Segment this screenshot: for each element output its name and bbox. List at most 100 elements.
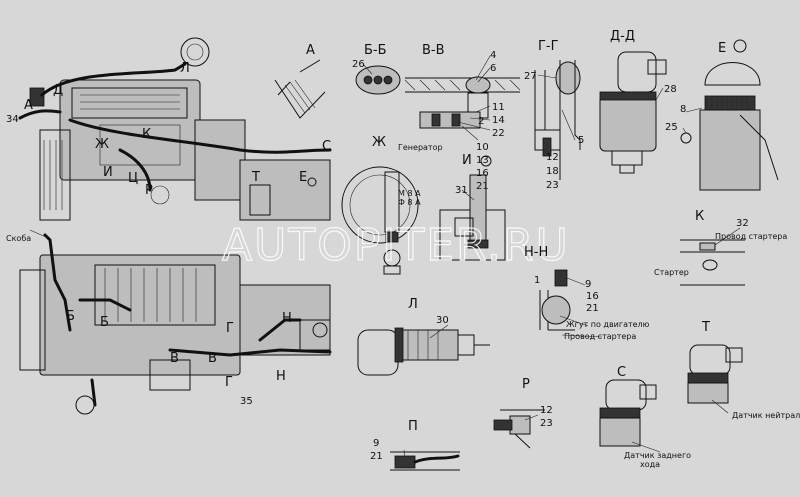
callout-K: К <box>142 127 151 142</box>
pn-r-23: 23 <box>540 418 553 429</box>
callout-S: С <box>322 139 331 154</box>
pn-gg-18: 18 <box>546 166 559 177</box>
pn-dd-28: 28 <box>664 84 677 95</box>
view-I <box>439 155 506 261</box>
callout-TS: Ц <box>128 171 138 186</box>
label-view-ZH: Ж <box>372 135 386 150</box>
pn-gg-5: 5 <box>578 135 584 146</box>
engine-callouts: Д Л Ж К И Ц Р С Т Е А 34 Б Б В В Г Г Н Н… <box>6 61 331 407</box>
view-ZH <box>341 166 419 275</box>
pn-e-8: 8 <box>680 104 686 115</box>
pn-vv-2: 2 <box>478 116 484 127</box>
pn-i-31: 31 <box>455 185 468 196</box>
callout-B1: Б <box>66 309 75 324</box>
label-view-BB: Б-Б <box>364 43 387 58</box>
pn-l-30: 30 <box>436 315 449 326</box>
pn-e-25: 25 <box>665 122 678 133</box>
callout-N1: Н <box>282 311 292 326</box>
section-labels: А Б-Б В-В Г-Г Д-Д Е Ж И К Н-Н Л Р С Т П <box>306 29 726 434</box>
pn-k-32: 32 <box>736 218 749 229</box>
pn-nn-9: 9 <box>585 279 591 290</box>
label-view-K: К <box>695 209 704 224</box>
view-R <box>493 409 545 449</box>
label-view-E: Е <box>718 41 726 56</box>
pn-vv-4: 4 <box>490 50 496 61</box>
pn-p-9: 9 <box>373 438 379 449</box>
label-view-I: И <box>462 153 472 168</box>
pn-gg-12: 12 <box>546 152 559 163</box>
callout-A: А <box>24 98 33 113</box>
pn-vv-21: 21 <box>476 181 489 192</box>
pn-vv-10: 10 <box>476 142 489 153</box>
view-VV <box>404 76 521 129</box>
pn-vv-13: 13 <box>476 155 489 166</box>
leader-lines <box>29 55 741 459</box>
view-T <box>687 344 743 404</box>
callout-L: Л <box>180 61 190 76</box>
note-starter: Стартер <box>654 268 689 277</box>
callout-skoba: Скоба <box>6 234 31 243</box>
callout-I: И <box>103 165 113 180</box>
text-notes: Генератор M 8 A Ф 8 A Провод стартера Ст… <box>398 143 800 469</box>
view-A <box>274 59 326 119</box>
callout-D: Д <box>53 83 63 98</box>
label-view-A: А <box>306 43 315 58</box>
note-starter-wire-k: Провод стартера <box>715 232 787 241</box>
note-reverse-sensor-1: Датчик заднего <box>624 451 691 460</box>
view-L <box>357 327 490 376</box>
callout-G1: Г <box>226 321 234 336</box>
note-zh-f8a: Ф 8 A <box>398 198 421 207</box>
note-starter-wire-nn: Провод стартера <box>564 332 636 341</box>
callout-R: Р <box>145 183 153 198</box>
view-E <box>680 39 779 191</box>
note-harness-engine: Жгут по двигателю <box>566 320 650 329</box>
pn-vv-14: 14 <box>492 115 505 126</box>
callout-B2: Б <box>100 315 109 330</box>
callout-35: 35 <box>240 396 253 407</box>
callout-ZH: Ж <box>95 137 109 152</box>
callout-E: Е <box>299 170 307 185</box>
pn-p-21: 21 <box>370 451 383 462</box>
note-generator: Генератор <box>398 143 443 152</box>
label-view-NN: Н-Н <box>524 245 548 260</box>
callout-V2: В <box>208 351 217 366</box>
watermark: AUTOPITER.RU <box>222 220 570 271</box>
label-view-P: П <box>408 419 418 434</box>
view-K <box>680 239 745 286</box>
pn-r-12: 12 <box>540 405 553 416</box>
pn-vv-11: 11 <box>492 102 505 113</box>
label-view-GG: Г-Г <box>538 39 559 54</box>
view-S <box>599 379 657 447</box>
view-BB <box>355 65 401 95</box>
label-view-VV: В-В <box>422 43 445 58</box>
pn-bb-26: 26 <box>352 59 365 70</box>
pn-vv-22: 22 <box>492 128 505 139</box>
pn-gg-27: 27 <box>524 71 537 82</box>
pn-vv-16: 16 <box>476 168 489 179</box>
pn-vv-6: 6 <box>490 63 496 74</box>
note-neutral-sensor: Датчик нейтрали <box>732 411 800 420</box>
callout-G2: Г <box>225 375 233 390</box>
note-zh-m8a: M 8 A <box>398 189 421 198</box>
note-reverse-sensor-2: хода <box>640 460 660 469</box>
pn-nn-1: 1 <box>534 275 540 286</box>
callout-V1: В <box>170 351 179 366</box>
label-view-T: Т <box>701 320 710 335</box>
callout-34: 34 <box>6 114 19 125</box>
callout-T: Т <box>251 170 260 185</box>
label-view-DD: Д-Д <box>610 29 635 44</box>
label-view-R: Р <box>522 377 530 392</box>
part-numbers: 26 4 6 11 14 22 10 13 16 21 2 27 5 12 18… <box>352 50 749 462</box>
engine-side-view <box>18 37 332 221</box>
callout-N2: Н <box>276 369 286 384</box>
pn-gg-23: 23 <box>546 180 559 191</box>
pn-nn-21: 21 <box>586 303 599 314</box>
label-view-S: С <box>617 365 626 380</box>
view-P <box>390 451 460 471</box>
view-DD <box>599 51 667 174</box>
label-view-L: Л <box>408 297 418 312</box>
engine-top-view <box>19 233 332 415</box>
pn-nn-16: 16 <box>586 291 599 302</box>
